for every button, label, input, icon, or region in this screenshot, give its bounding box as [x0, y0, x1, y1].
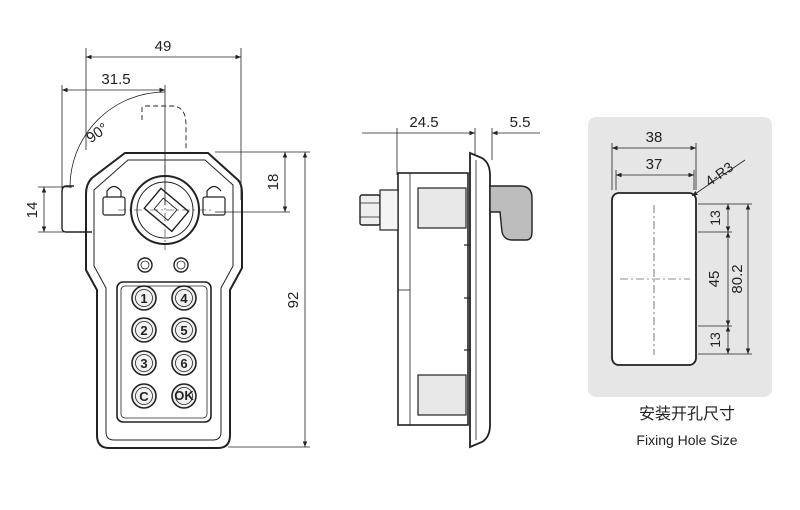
- front-view: [38, 48, 310, 449]
- dim-label-18: 18: [265, 174, 282, 191]
- side-screw: [359, 194, 381, 226]
- key-5-label: 5: [180, 323, 187, 338]
- side-top-block: [417, 187, 467, 229]
- led-right: [173, 257, 189, 273]
- key-1: 1: [131, 285, 157, 311]
- keypad-panel: [116, 281, 212, 423]
- side-knob: [489, 185, 533, 241]
- dim-line-r3: [691, 159, 746, 197]
- side-body: [397, 172, 469, 426]
- led-left: [137, 257, 153, 273]
- key-3: 3: [131, 350, 157, 376]
- key-2-label: 2: [140, 323, 147, 338]
- key-3-label: 3: [140, 356, 147, 371]
- knob-grip: [143, 187, 190, 233]
- key-1-label: 1: [140, 291, 147, 306]
- dim-label-80-2: 80.2: [729, 264, 746, 293]
- dim-label-90-deg: 90°: [83, 120, 111, 147]
- dim-label-92: 92: [285, 292, 302, 309]
- dim-label-49: 49: [155, 38, 172, 55]
- side-view: [359, 128, 540, 449]
- cam-rotated-dashed: [141, 105, 187, 150]
- dim-arc-90: [69, 91, 166, 189]
- key-6: 6: [171, 350, 197, 376]
- dim-label-31-5: 31.5: [101, 71, 130, 88]
- lock-icon-unlocked: [202, 185, 226, 216]
- side-flange: [469, 151, 491, 449]
- fixing-hole-drawing: [611, 143, 752, 366]
- dim-label-13-bottom: 13: [707, 332, 723, 348]
- key-4: 4: [171, 285, 197, 311]
- dim-label-45: 45: [706, 271, 723, 288]
- key-4-label: 4: [180, 291, 188, 306]
- cam-tab: [61, 185, 92, 233]
- key-c-label: C: [139, 389, 149, 404]
- dim-label-24-5: 24.5: [409, 114, 438, 131]
- key-ok-label: OK: [174, 388, 194, 403]
- side-bottom-block: [417, 374, 467, 416]
- front-body-outer: [85, 152, 243, 449]
- dim-label-14: 14: [24, 202, 41, 219]
- keypad-keys: 1 4 2 5 3 6 C OK: [131, 285, 197, 409]
- key-2: 2: [131, 317, 157, 343]
- dim-label-5-5: 5.5: [510, 114, 531, 131]
- key-c: C: [131, 383, 157, 409]
- key-6-label: 6: [180, 356, 187, 371]
- key-5: 5: [171, 317, 197, 343]
- fixing-hole-caption-cn: 安装开孔尺寸: [638, 404, 735, 423]
- lock-icon-locked: [102, 185, 126, 216]
- dim-label-13-top: 13: [707, 210, 723, 226]
- dim-label-38: 38: [646, 129, 663, 146]
- fixing-hole-caption-en: Fixing Hole Size: [636, 432, 738, 448]
- key-ok: OK: [171, 383, 197, 409]
- dim-label-37: 37: [646, 156, 663, 173]
- front-body-inner: [93, 159, 234, 441]
